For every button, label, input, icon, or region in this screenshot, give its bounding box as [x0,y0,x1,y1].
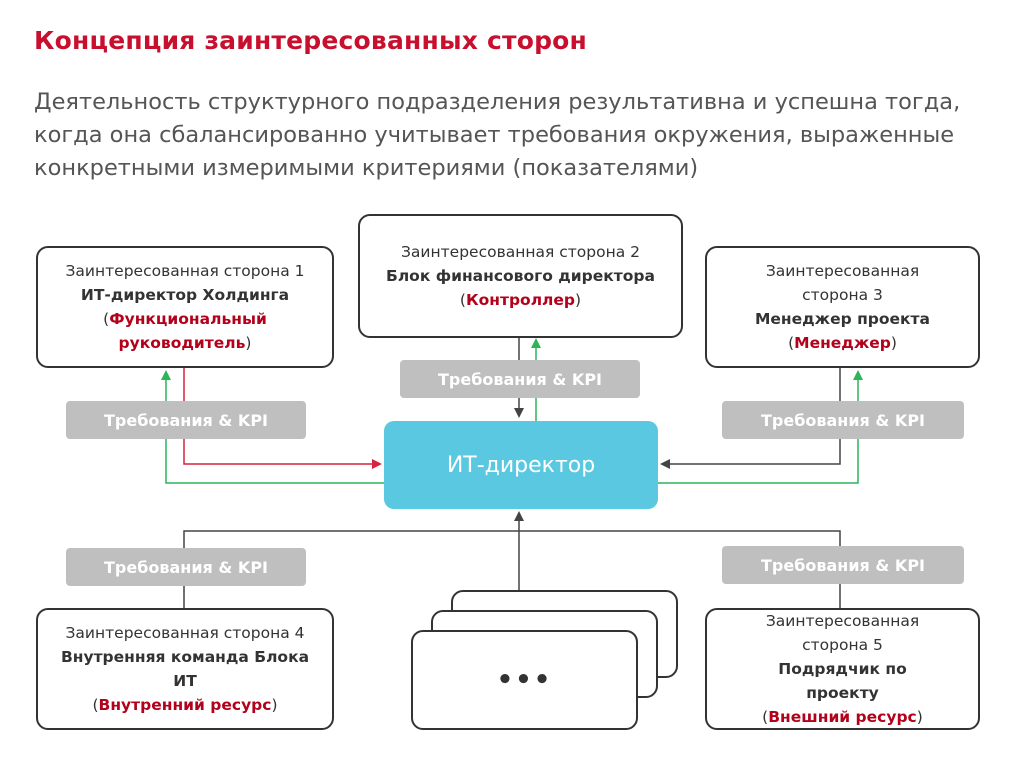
stakeholder-3-name: Заинтересованная сторона 3 [765,262,920,304]
stakeholder-5-name: Заинтересованная сторона 5 [765,612,920,654]
stakeholder-2-tag-wrap: (Контроллер) [459,291,582,309]
stakeholder-5-role: Подрядчик по проекту [778,660,907,702]
stakeholder-1-role: ИТ-директор Холдинга [80,286,290,304]
kpi-label-stakeholder-2: Требования & KPI [400,360,640,398]
stakeholder-1-name: Заинтересованная сторона 1 [65,262,305,280]
center-it-director: ИТ-директор [384,421,658,509]
arrow-s3-to-center [660,368,841,469]
more-stakeholders-ellipsis: ••• [496,665,553,695]
stakeholder-2-box: Заинтересованная сторона 2 Блок финансов… [358,214,683,338]
stakeholder-5-tag: Внешний ресурс [768,708,917,726]
stakeholder-4-role: Внутренняя команда Блока ИТ [60,648,310,690]
stack-card-front [411,630,638,730]
stakeholder-3-box: Заинтересованная сторона 3 Менеджер прое… [705,246,980,368]
stakeholder-2-name: Заинтересованная сторона 2 [400,243,641,261]
kpi-label-stakeholder-3: Требования & KPI [722,401,964,439]
kpi-label-stakeholder-5: Требования & KPI [722,546,964,584]
stakeholder-5-tag-wrap: (Внешний ресурс) [762,708,923,726]
kpi-label-stakeholder-1: Требования & KPI [66,401,306,439]
stakeholder-1-tag-wrap: (Функциональный руководитель) [103,310,267,352]
page-title: Концепция заинтересованных сторон [34,26,588,55]
stakeholder-4-box: Заинтересованная сторона 4 Внутренняя ко… [36,608,334,730]
stakeholder-3-tag: Менеджер [794,334,891,352]
stakeholder-4-name: Заинтересованная сторона 4 [65,624,305,642]
stakeholder-3-tag-wrap: (Менеджер) [788,334,897,352]
stakeholder-2-role: Блок финансового директора [386,267,655,285]
kpi-label-stakeholder-4: Требования & KPI [66,548,306,586]
arrow-s1-to-center [183,368,382,469]
stakeholder-2-tag: Контроллер [465,291,576,309]
page-subtitle: Деятельность структурного подразделения … [34,89,961,181]
stakeholder-1-tag: Функциональный руководитель [109,310,267,352]
stakeholder-5-box: Заинтересованная сторона 5 Подрядчик по … [705,608,980,730]
stakeholder-3-role: Менеджер проекта [754,310,931,328]
stakeholder-4-tag-wrap: (Внутренний ресурс) [92,696,278,714]
stakeholder-1-box: Заинтересованная сторона 1 ИТ-директор Х… [36,246,334,368]
stakeholder-4-tag: Внутренний ресурс [98,696,272,714]
